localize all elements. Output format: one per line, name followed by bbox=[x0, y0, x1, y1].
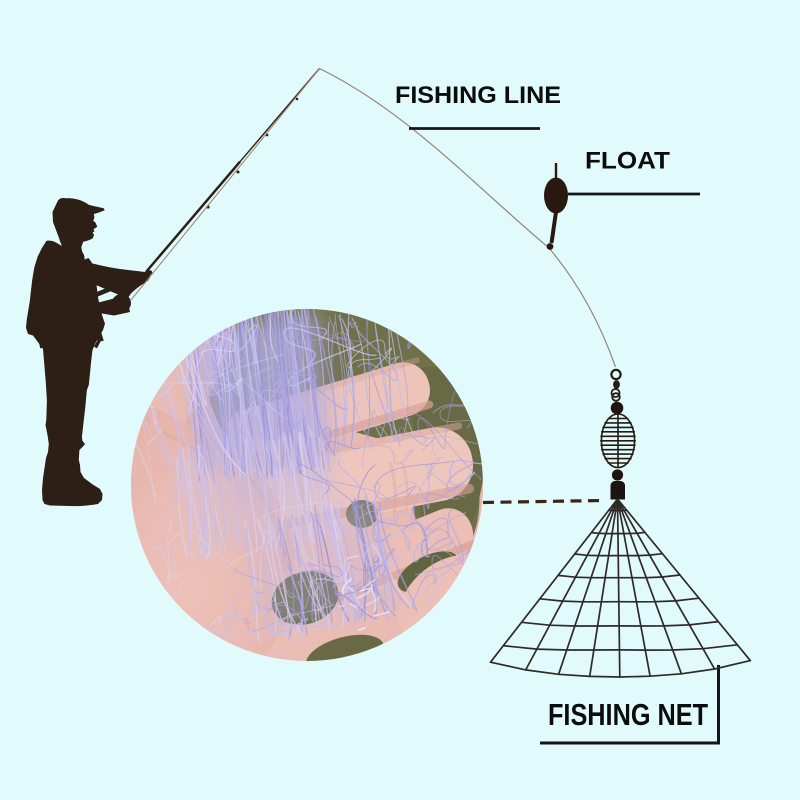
svg-text:FISHING NET: FISHING NET bbox=[548, 698, 708, 733]
svg-text:FLOAT: FLOAT bbox=[585, 147, 671, 174]
svg-text:FISHING LINE: FISHING LINE bbox=[395, 81, 561, 108]
